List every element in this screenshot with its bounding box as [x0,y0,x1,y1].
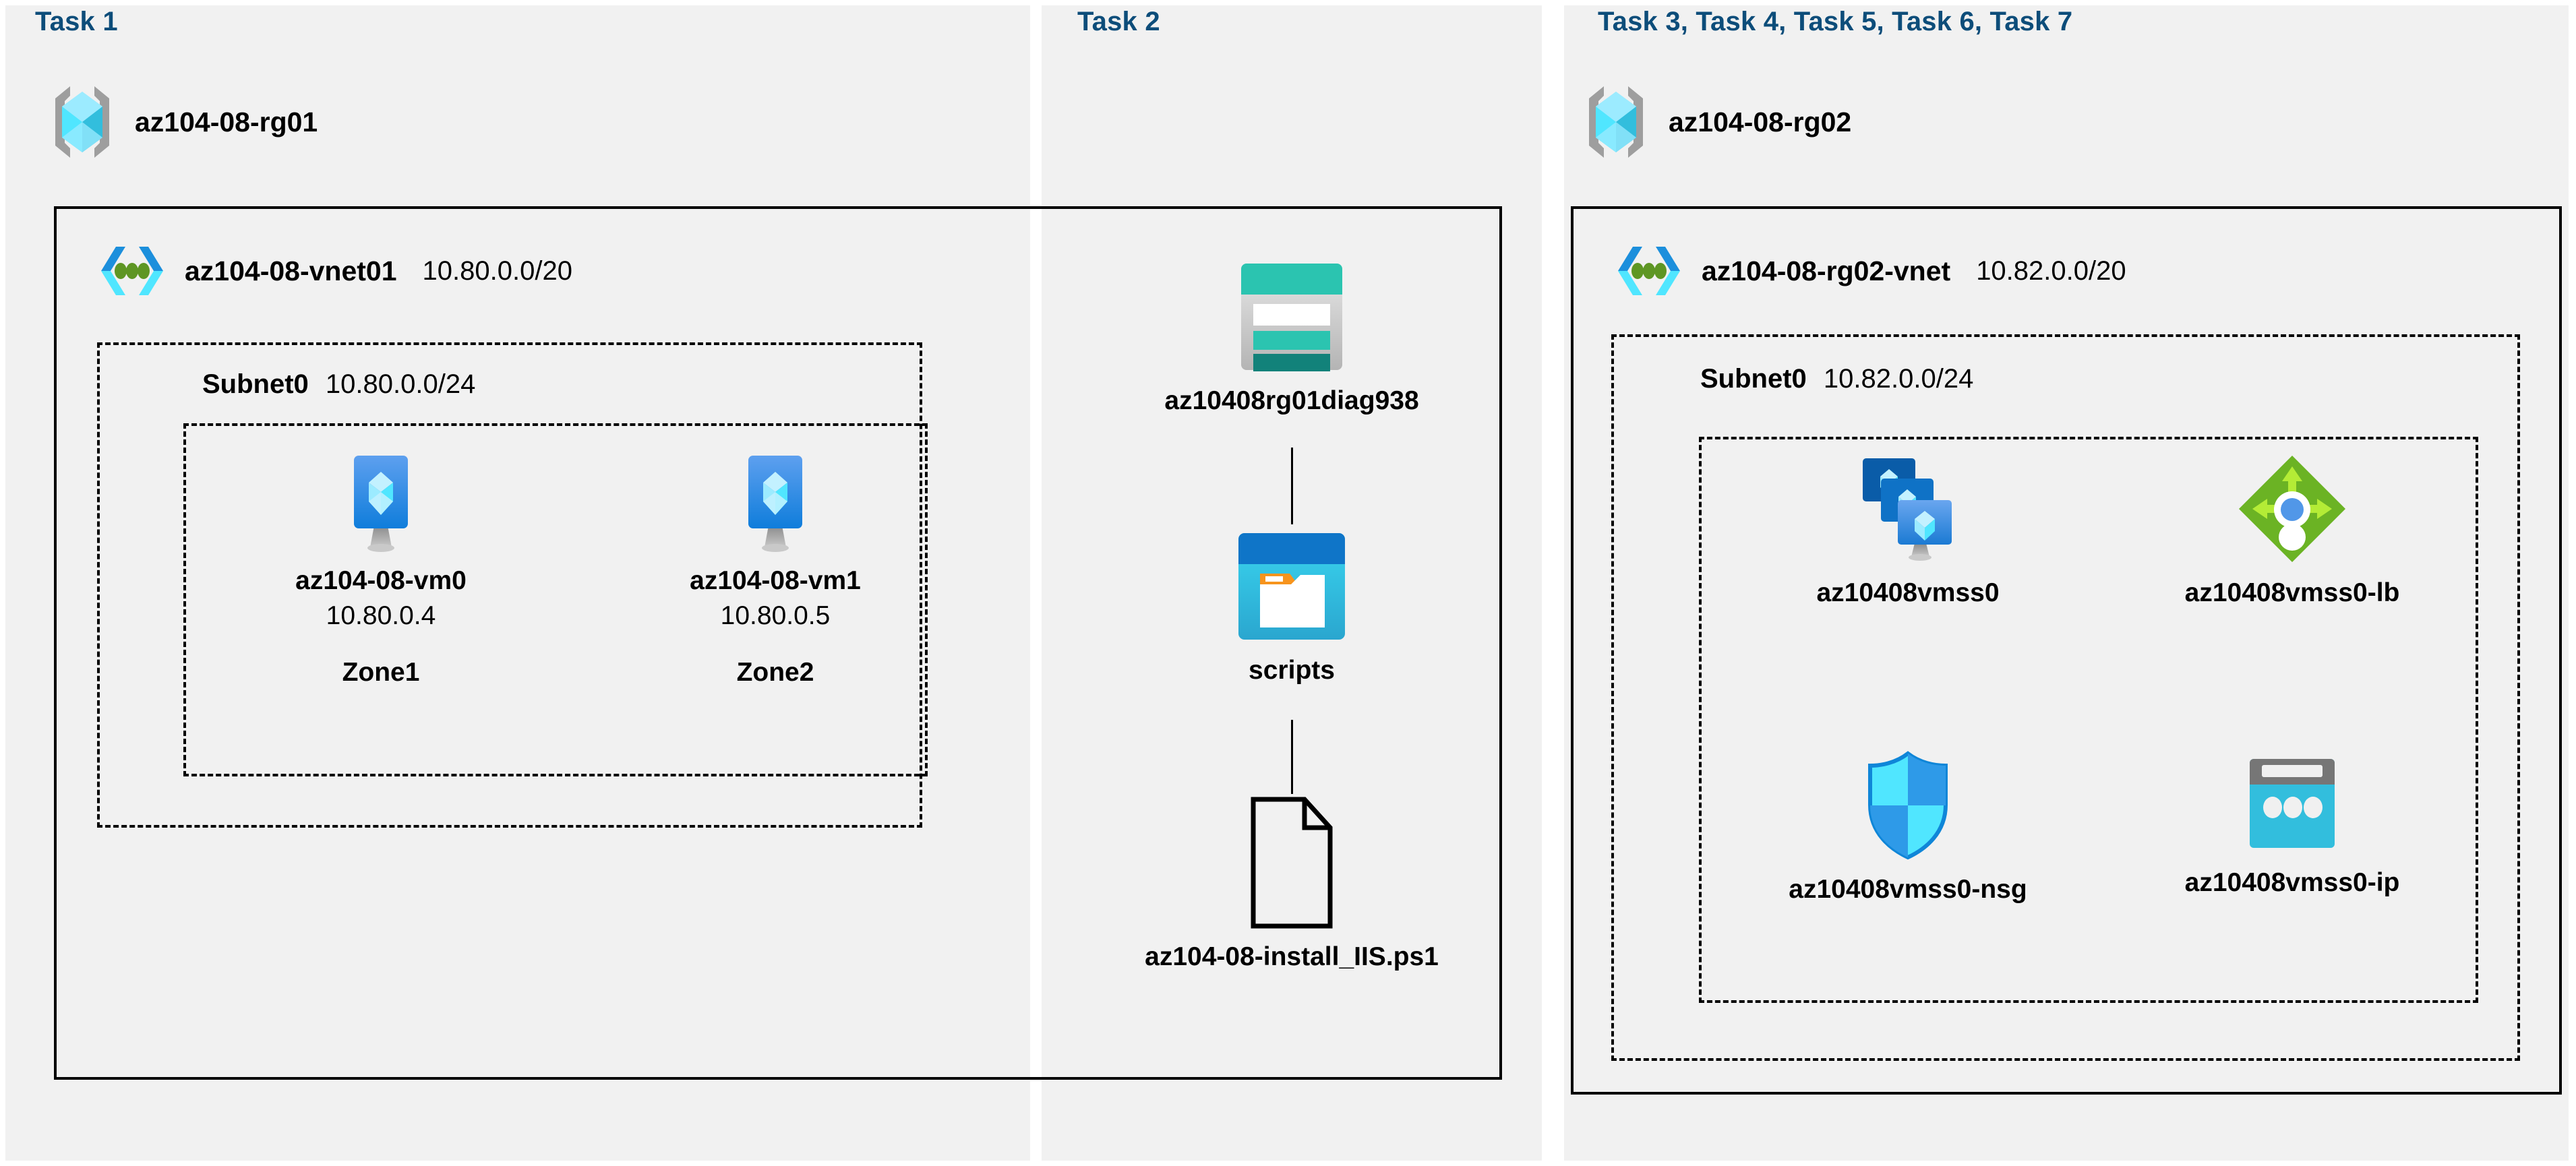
connector-storage-to-container [1291,448,1293,524]
task1-title: Task 1 [35,7,118,36]
resource-group-icon [1581,82,1651,162]
vm-ip: 10.80.0.4 [326,601,436,630]
task1-subnet-label: Subnet0 10.80.0.0/24 [202,369,475,400]
storage-account-name: az10408rg01diag938 [1164,386,1419,415]
task2-file: az104-08-install_IIS.ps1 [1145,795,1439,972]
task1-vnet-box [54,206,1502,1080]
subnet-cidr: 10.80.0.0/24 [325,369,476,399]
task2-title: Task 2 [1077,7,1160,36]
network-security-group-icon [1861,748,1955,863]
vnet-name: az104-08-vnet01 [185,255,397,286]
load-balancer-icon [2235,452,2349,566]
virtual-network-icon [1613,241,1685,301]
resource-group-icon [47,82,117,162]
task3-vnet-header: az104-08-rg02-vnet 10.82.0.0/20 [1613,241,2126,301]
vnet-cidr: 10.80.0.0/20 [422,255,572,286]
vnet-cidr: 10.82.0.0/20 [1976,255,2126,286]
vmss-name: az10408vmss0 [1816,578,2000,607]
blob-container-icon [1230,529,1353,644]
task1-zones-box [183,423,928,776]
task3-public-ip: az10408vmss0-ip [2144,755,2440,898]
public-ip-name: az10408vmss0-ip [2184,868,2400,897]
task3-inner-box [1699,437,2478,1003]
task3-subnet-label: Subnet0 10.82.0.0/24 [1700,364,1973,394]
file-name: az104-08-install_IIS.ps1 [1145,942,1439,971]
vm-zone: Zone1 [342,658,420,687]
task1-resource-group: az104-08-rg01 [47,82,318,162]
task3-load-balancer: az10408vmss0-lb [2144,452,2440,608]
subnet-name: Subnet0 [1700,364,1807,394]
load-balancer-name: az10408vmss0-lb [2184,578,2400,607]
task3-panel [1564,5,2569,1161]
task3-resource-group: az104-08-rg02 [1581,82,1851,162]
nsg-name: az10408vmss0-nsg [1789,875,2027,904]
vm-name: az104-08-vm0 [295,566,467,595]
task1-vnet-header: az104-08-vnet01 10.80.0.0/20 [96,241,572,301]
vm-ip: 10.80.0.5 [720,601,831,630]
subnet-name: Subnet0 [202,369,309,399]
task2-storage-account: az10408rg01diag938 [1164,259,1419,416]
resource-group-name: az104-08-rg02 [1669,106,1852,137]
vm-scale-set-icon [1851,452,1965,566]
virtual-machine-icon [340,453,421,554]
task3-subnet-box [1611,334,2520,1061]
storage-account-icon [1228,259,1356,374]
connector-container-to-file [1291,720,1293,794]
blob-container-name: scripts [1249,656,1335,685]
task1-vm-1: az104-08-vm1 10.80.0.5 Zone2 [674,453,876,687]
task2-blob-container: scripts [1191,529,1393,685]
task3-vmss: az10408vmss0 [1760,452,2056,608]
public-ip-address-icon [2242,755,2343,856]
subnet-cidr: 10.82.0.0/24 [1823,364,1974,394]
task3-nsg: az10408vmss0-nsg [1760,748,2056,904]
task3-title: Task 3, Task 4, Task 5, Task 6, Task 7 [1598,7,2073,36]
vm-zone: Zone2 [736,658,814,687]
task1-panel [5,5,1030,1161]
virtual-machine-icon [735,453,816,554]
task1-vm-0: az104-08-vm0 10.80.0.4 Zone1 [280,453,482,687]
file-icon [1248,795,1336,930]
task3-vnet-box [1571,206,2562,1095]
vm-name: az104-08-vm1 [690,566,861,595]
task1-subnet-box [97,342,922,828]
virtual-network-icon [96,241,169,301]
vnet-name: az104-08-rg02-vnet [1702,255,1951,286]
resource-group-name: az104-08-rg01 [135,106,318,137]
